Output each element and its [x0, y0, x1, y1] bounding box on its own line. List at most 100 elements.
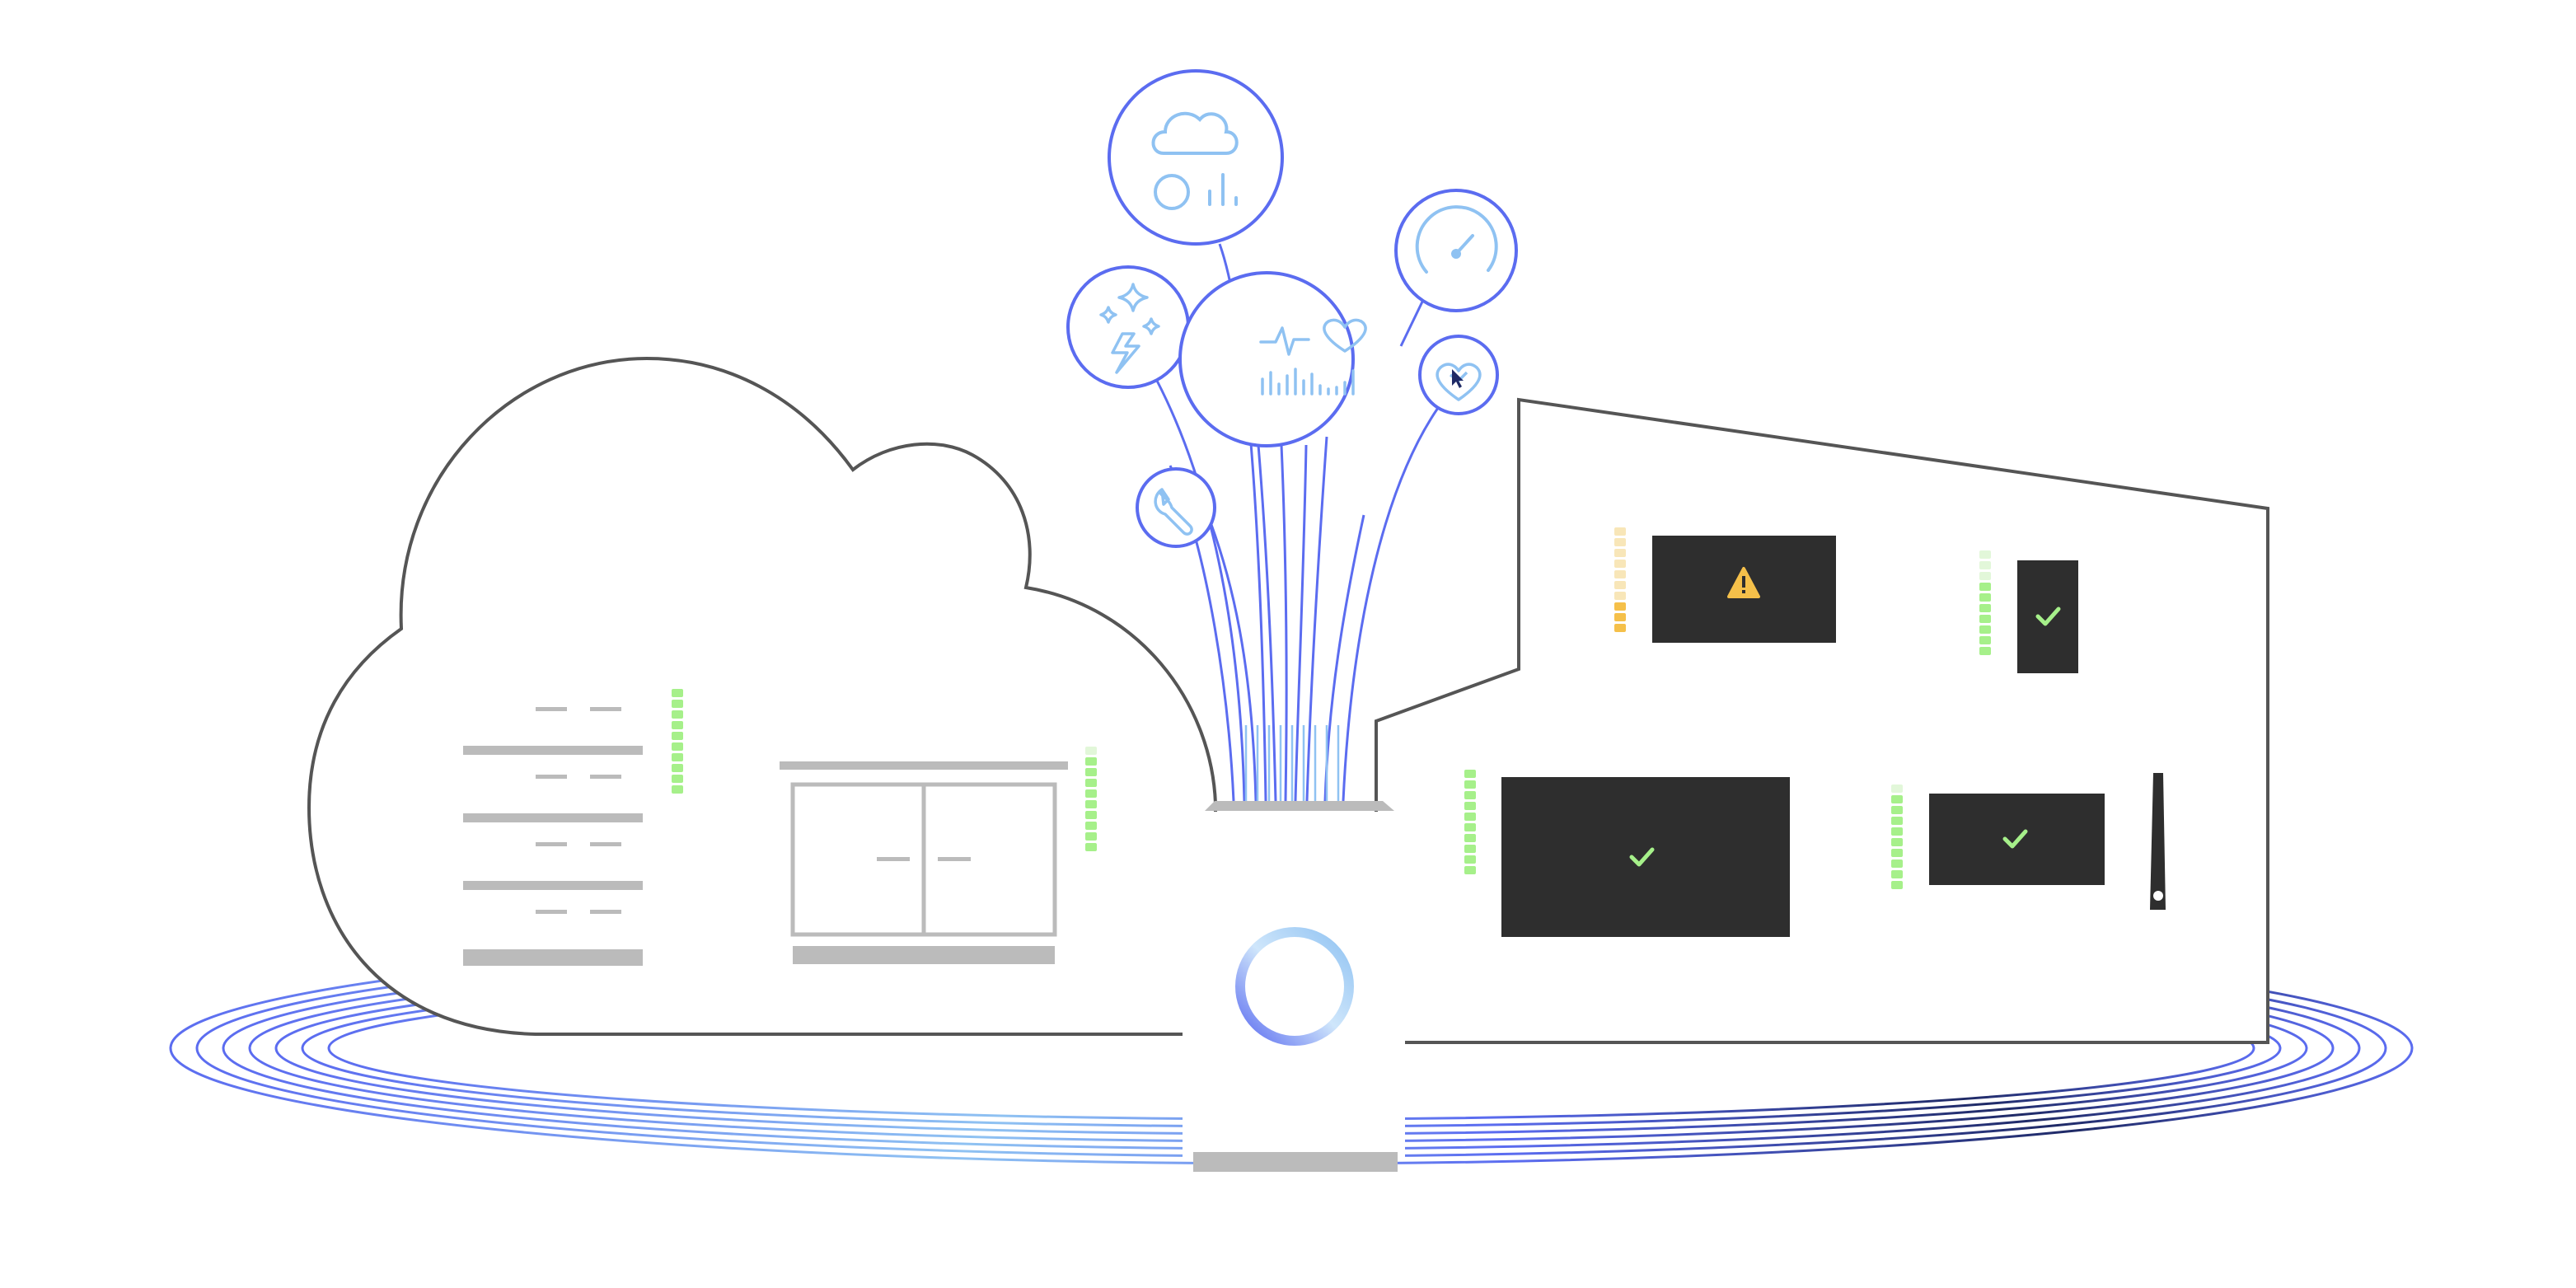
cloud-outline [307, 356, 1217, 1036]
meter-segment [1464, 780, 1476, 789]
list-footer [463, 949, 643, 966]
meter-segment [1979, 625, 1991, 634]
meter-segment [1464, 866, 1476, 874]
meter-segment [1891, 785, 1903, 793]
cloud-analytics-icon [1151, 111, 1239, 210]
tall-screen[interactable] [2017, 560, 2078, 673]
meter-segment [1979, 647, 1991, 655]
datacenter-building-outline [1375, 397, 2269, 1044]
meter-segment [672, 721, 683, 729]
meter-segment [1979, 561, 1991, 569]
meter-segment [1464, 855, 1476, 864]
meter-segment [1614, 549, 1626, 557]
meter-segment [672, 700, 683, 708]
meter-segment [1464, 770, 1476, 778]
tall-screen-meter [1979, 550, 1991, 655]
cloud-list-meter [672, 689, 683, 794]
sparkle-lightning-bubble[interactable] [1066, 265, 1190, 389]
meter-segment [672, 775, 683, 783]
hub-pillar [1183, 812, 1405, 1158]
fiber-line [1257, 444, 1277, 802]
meter-segment [672, 710, 683, 719]
datacenter-screens [1501, 536, 2166, 937]
wrench-bubble[interactable] [1136, 467, 1216, 548]
meter-segment [1614, 527, 1626, 536]
fiber-line [1294, 444, 1308, 802]
hub-ring [1235, 927, 1354, 1046]
list-line [463, 881, 643, 890]
meter-segment [1891, 881, 1903, 889]
cloud-list [463, 707, 643, 966]
fiber-line [1399, 297, 1426, 347]
fiber-line [1342, 407, 1440, 802]
meter-segment [1085, 747, 1097, 755]
meter-segment [1979, 572, 1991, 580]
large-screen-meter [1464, 770, 1476, 874]
meter-segment [1979, 550, 1991, 559]
meter-segment [672, 785, 683, 794]
meter-segment [1979, 593, 1991, 602]
meter-segment [1891, 817, 1903, 825]
meter-segment [1085, 800, 1097, 808]
meter-segment [1891, 838, 1903, 846]
large-screen[interactable] [1501, 777, 1790, 937]
pulse-heart-icon [1259, 318, 1367, 396]
checkmark-icon [2035, 607, 2061, 626]
meter-segment [1464, 791, 1476, 799]
fiber-line [1323, 514, 1365, 802]
speedometer-bubble[interactable] [1394, 189, 1518, 312]
meter-segment [1464, 802, 1476, 810]
pulse-heart-bubble[interactable] [1178, 271, 1367, 447]
meter-segment [1614, 624, 1626, 632]
meter-segment [1614, 581, 1626, 589]
cloud-cabinet-meter [1085, 747, 1097, 851]
small-screen[interactable] [1929, 794, 2105, 885]
meter-segment [1085, 832, 1097, 841]
meter-segment [1614, 592, 1626, 600]
checkmark-icon [2002, 829, 2028, 849]
wrench-icon [1154, 488, 1193, 536]
status-meters [672, 527, 1991, 889]
list-line [463, 813, 643, 822]
cloud-analytics-bubble[interactable] [1108, 69, 1284, 246]
meter-segment [1085, 789, 1097, 798]
fiber-line [1280, 444, 1288, 802]
meter-segment [1085, 843, 1097, 851]
meter-segment [1464, 834, 1476, 842]
service-bubbles [1066, 69, 1518, 548]
router-led [2153, 891, 2163, 901]
small-screen-meter [1891, 785, 1903, 889]
cursor-icon [1452, 369, 1464, 388]
warning-triangle-icon [1727, 567, 1760, 598]
meter-segment [1614, 602, 1626, 611]
hub-base [1193, 1152, 1398, 1172]
meter-segment [672, 742, 683, 751]
heart-cursor-bubble[interactable] [1418, 335, 1499, 415]
hub-cap [1205, 801, 1394, 811]
meter-segment [1891, 849, 1903, 857]
speedometer-icon [1415, 205, 1498, 274]
meter-segment [672, 689, 683, 697]
meter-segment [1085, 779, 1097, 787]
meter-segment [1464, 823, 1476, 831]
router-device[interactable] [2150, 773, 2166, 910]
warning-screen-meter [1614, 527, 1626, 632]
meter-segment [672, 764, 683, 772]
meter-segment [1979, 583, 1991, 591]
meter-segment [1085, 822, 1097, 830]
meter-segment [1614, 560, 1626, 568]
warning-screen[interactable] [1652, 536, 1836, 643]
cloud-cabinet [780, 761, 1068, 964]
meter-segment [672, 753, 683, 761]
meter-segment [1464, 845, 1476, 853]
meter-segment [1085, 768, 1097, 776]
meter-segment [1891, 806, 1903, 814]
list-dashes [536, 707, 621, 914]
fiber-line [1155, 380, 1246, 802]
fiber-line [1305, 436, 1328, 802]
meter-segment [1979, 636, 1991, 644]
meter-segment [1085, 811, 1097, 819]
list-line [463, 746, 643, 755]
